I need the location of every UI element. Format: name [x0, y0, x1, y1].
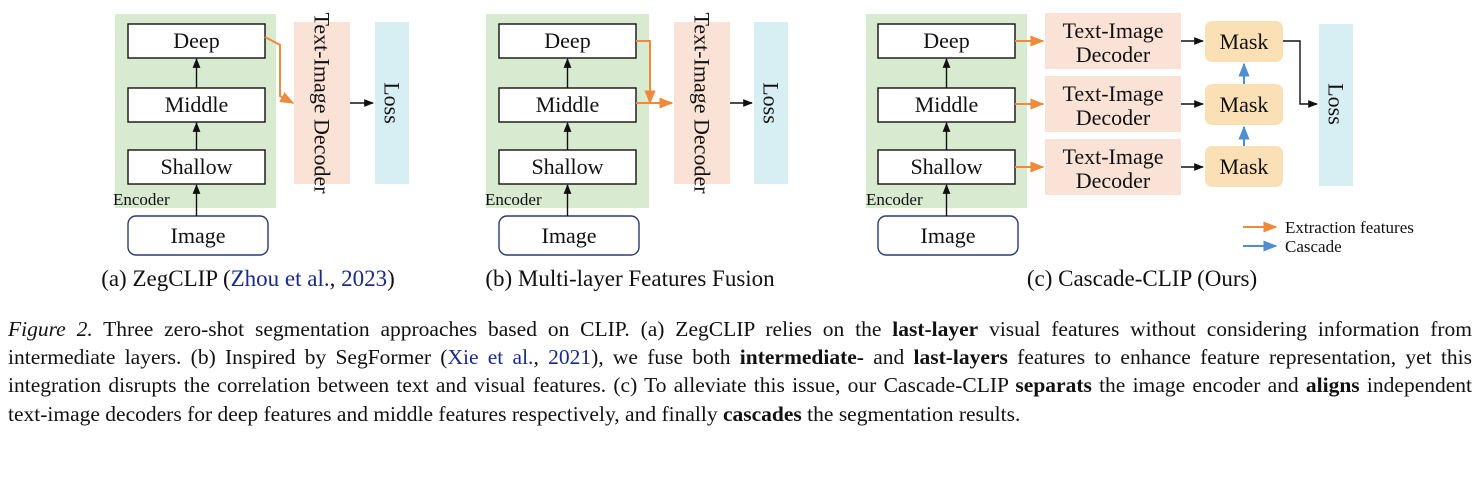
- mask-deep-block: [1205, 21, 1283, 62]
- caption-a: (a) ZegCLIP (Zhou et al., 2023): [101, 266, 395, 291]
- decoder-label: Text-Image Decoder: [310, 12, 335, 194]
- mask-deep-label: Mask: [1220, 29, 1269, 54]
- deep-label: Deep: [923, 28, 969, 53]
- decoder-middle-block: [1045, 76, 1181, 132]
- decoder-block: [674, 22, 730, 184]
- citation-year-link[interactable]: 2021: [548, 345, 592, 370]
- caption-b: (b) Multi-layer Features Fusion: [485, 266, 775, 291]
- loss-block: [1319, 24, 1353, 186]
- shallow-label: Shallow: [531, 154, 603, 179]
- decoder-block: [294, 22, 350, 184]
- decoder-deep-block: [1045, 13, 1181, 69]
- panel-c: Deep Middle Shallow Encoder Image Text-I…: [866, 13, 1414, 291]
- loss-label: Loss: [759, 82, 784, 124]
- mask-shallow-label: Mask: [1220, 154, 1269, 179]
- encoder-label: Encoder: [485, 190, 542, 209]
- encoder-label: Encoder: [113, 190, 170, 209]
- figure-caption: Figure 2. Three zero-shot segmentation a…: [8, 317, 1473, 426]
- shallow-label: Shallow: [910, 154, 982, 179]
- loss-block: [375, 22, 409, 184]
- legend-cascade-label: Cascade: [1285, 237, 1342, 256]
- legend-extraction-label: Extraction features: [1285, 218, 1414, 237]
- legend: Extraction features Cascade: [1243, 218, 1414, 256]
- image-block: [877, 215, 1019, 256]
- caption-c: (c) Cascade-CLIP (Ours): [1027, 266, 1257, 291]
- decoder-shallow-block: [1045, 139, 1181, 195]
- shallow-label: Shallow: [160, 154, 232, 179]
- image-block: [127, 215, 269, 256]
- deep-block: [877, 23, 1016, 59]
- deep-label: Deep: [173, 28, 219, 53]
- middle-label: Middle: [536, 92, 600, 117]
- loss-block: [754, 22, 788, 184]
- decoder-label: Text-Image Decoder: [690, 12, 715, 194]
- image-block: [498, 215, 640, 256]
- figure-label: Figure 2.: [8, 317, 93, 341]
- deep-label: Deep: [544, 28, 590, 53]
- loss-label: Loss: [380, 82, 405, 124]
- middle-label: Middle: [915, 92, 979, 117]
- shallow-block: [498, 149, 637, 185]
- shallow-block: [877, 149, 1016, 185]
- middle-block: [498, 87, 637, 123]
- loss-label: Loss: [1324, 83, 1349, 125]
- image-label: Image: [921, 223, 976, 248]
- image-label: Image: [171, 223, 226, 248]
- encoder-label: Encoder: [866, 190, 923, 209]
- decoder-shallow-line2: Decoder: [1076, 168, 1151, 193]
- image-label: Image: [542, 223, 597, 248]
- decoder-middle-line1: Text-Image: [1062, 81, 1163, 106]
- citation-link[interactable]: Xie et al.: [447, 345, 534, 370]
- middle-block: [877, 87, 1016, 123]
- figure-diagram: Deep Middle Shallow Encoder Image Text-I…: [101, 12, 1414, 291]
- deep-extraction-arrow: [636, 40, 656, 105]
- decoder-deep-line2: Decoder: [1076, 42, 1151, 67]
- decoder-middle-line2: Decoder: [1076, 105, 1151, 130]
- mask-to-loss-arrow: [1283, 40, 1318, 108]
- decoder-shallow-line1: Text-Image: [1062, 144, 1163, 169]
- mask-middle-label: Mask: [1220, 92, 1269, 117]
- middle-label: Middle: [165, 92, 229, 117]
- panel-b: Deep Middle Shallow Encoder Image Text-I…: [485, 12, 788, 291]
- mask-middle-block: [1205, 84, 1283, 125]
- shallow-block: [127, 149, 266, 185]
- deep-block: [127, 23, 266, 59]
- decoder-deep-line1: Text-Image: [1062, 18, 1163, 43]
- mask-shallow-block: [1205, 146, 1283, 187]
- extraction-arrow: [264, 36, 295, 104]
- panel-a: Deep Middle Shallow Encoder Image Text-I…: [101, 12, 409, 291]
